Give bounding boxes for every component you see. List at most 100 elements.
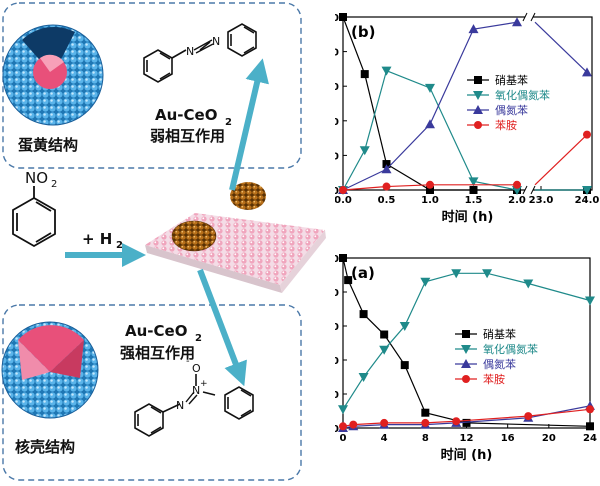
gold-cluster-top [230,182,266,210]
data-point [381,164,392,174]
data-point [380,330,389,339]
x-tick-label: 1.5 [465,195,483,206]
x-tick-label: 24.0 [575,195,600,206]
x-tick-label: 16 [501,433,515,444]
axis-break-mark [522,12,528,22]
yolk-shell-sphere [2,24,104,126]
series-3 [339,405,594,431]
legend-label: 苯胺 [483,372,505,386]
x-tick-label: 20 [542,433,556,444]
data-point [360,70,369,79]
arrow-to-yolk [229,58,269,191]
series-1 [338,269,595,415]
data-point [425,119,435,129]
y-tick-label: 0 [335,424,339,435]
data-point [583,130,591,139]
azoxybenzene-structure [134,374,254,437]
axis-break-gap [525,14,533,20]
data-point [469,186,478,194]
gold-cluster [171,220,217,252]
strong-catalyst-sub: 2 [195,333,202,344]
data-point [382,182,391,191]
data-point [451,269,462,279]
azo-n2: N [212,35,220,48]
series-line [342,21,518,191]
data-point [421,418,430,427]
core-shell-sphere [1,321,99,419]
series-line [534,21,588,73]
azobenzene-structure [143,23,257,83]
weak-interaction-label: 弱相互作用 [150,127,225,145]
series-line [342,184,517,191]
x-tick-label: 0.0 [335,195,352,206]
data-point [344,276,353,285]
y-tick-label: 80 [335,48,339,59]
data-point [358,373,369,382]
legend-marker [473,105,483,114]
legend-marker [473,91,483,100]
data-point [339,186,347,194]
data-point [359,310,368,319]
y-tick-label: 20 [335,390,339,401]
y-tick-label: 80 [335,288,339,299]
legend-label: 硝基苯 [495,73,528,87]
legend-marker [462,375,470,383]
data-point [426,186,434,194]
axis-break-mark [530,12,536,22]
data-point [379,345,390,355]
catalyst-sheet [145,213,326,293]
legend-label: 偶氮苯 [483,357,516,371]
series-line [342,272,591,410]
y-tick-label: 20 [335,151,339,162]
x-tick-label: 4 [381,433,388,444]
y-tick-label: 60 [335,82,339,93]
azoxy-n1: N [176,399,184,412]
series-line [342,16,517,191]
data-point [512,186,522,195]
y-tick-label: 60 [335,322,339,333]
azoxy-plus: + [200,379,208,389]
legend-marker [461,345,471,354]
weak-catalyst-label: Au-CeO [155,106,217,124]
y-tick-label: 100 [335,254,339,265]
data-point [523,279,534,289]
azoxy-o: O [192,362,201,375]
data-point [468,177,479,187]
nitro-sub: 2 [51,179,57,190]
legend-label: 氧化偶氮苯 [483,342,538,356]
legend-label: 偶氮苯 [495,103,528,117]
data-point [462,418,471,427]
x-tick-label: 24 [583,433,597,444]
data-point [339,254,347,262]
data-point [421,408,430,417]
schematic: 蛋黄结构 N N Au-CeO 2 弱相互作用 NO 2 + H 2 [1,2,326,481]
h2-label: + H [82,230,112,248]
data-point [420,277,431,287]
panel-label: (b) [351,23,375,41]
data-point [381,66,392,76]
data-point [339,422,347,431]
data-point [513,180,521,189]
plot-frame [342,257,591,429]
legend-marker [461,359,471,368]
yolk-shell-label: 蛋黄结构 [18,136,78,154]
legend-marker [474,121,482,129]
data-point [400,361,409,370]
x-tick-label: 23.0 [529,195,554,206]
data-point [482,269,493,279]
y-tick-label: 0 [335,186,339,197]
data-point [582,186,592,195]
data-point [524,412,533,421]
series-line [342,69,518,191]
series-line [534,134,588,186]
legend-label: 硝基苯 [483,327,516,341]
chart-a: 02040608010004812162024时间 (h)产率 (%)(a)硝基… [335,254,597,463]
legend-label: 氧化偶氮苯 [495,88,550,102]
strong-interaction-label: 强相互作用 [120,344,195,362]
series-2 [338,17,592,194]
x-tick-label: 1.0 [421,195,439,206]
data-point [359,146,370,156]
nitro-label: NO [25,169,48,187]
data-point [468,24,479,34]
x-tick-label: 0 [340,433,347,444]
